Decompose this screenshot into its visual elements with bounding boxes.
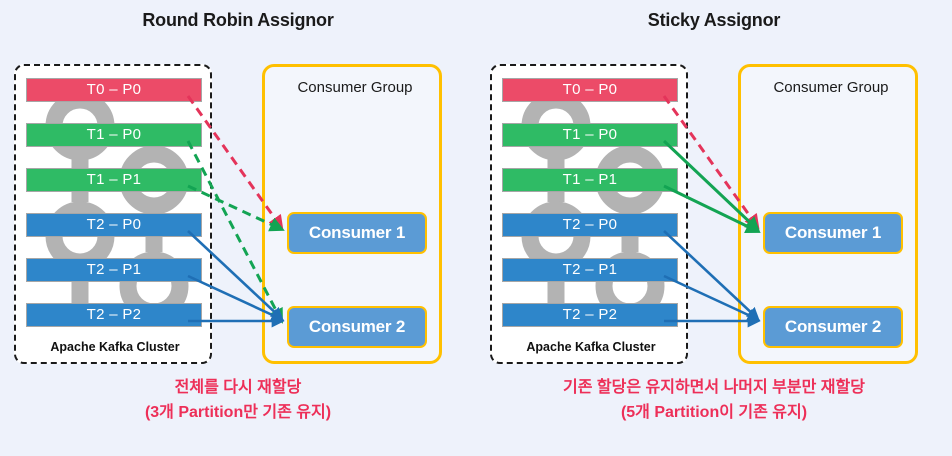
partition-bar: T0 – P0 [502,78,678,102]
partition-bar: T1 – P0 [502,123,678,147]
consumer-group-box-sticky: Consumer Group Consumer 1 Consumer 2 [738,64,918,364]
partition-bar: T2 – P2 [502,303,678,327]
caption-line-1: 전체를 다시 재할당 [174,379,302,396]
consumer-group-title: Consumer Group [297,79,413,96]
partition-bar: T2 – P1 [26,258,202,282]
consumer-box-1[interactable]: Consumer 1 [763,212,903,254]
cluster-label-sticky: Apache Kafka Cluster [526,340,656,354]
caption-sticky: 기존 할당은 유지하면서 나머지 부분만 재할당 (5개 Partition이 … [476,375,952,425]
partition-bar: T2 – P0 [26,213,202,237]
kafka-cluster-box-round-robin: T0 – P0 T1 – P0 T1 – P1 T2 – P0 T2 – P1 … [14,64,212,364]
partition-list-round-robin: T0 – P0 T1 – P0 T1 – P1 T2 – P0 T2 – P1 … [26,78,202,333]
consumer-group-box-round-robin: Consumer Group Consumer 1 Consumer 2 [262,64,442,364]
partition-bar: T2 – P1 [502,258,678,282]
partition-bar: T1 – P1 [502,168,678,192]
partition-bar: T2 – P0 [502,213,678,237]
partition-bar: T0 – P0 [26,78,202,102]
caption-line-2: (5개 Partition이 기존 유지) [620,404,808,421]
consumer-group-title: Consumer Group [773,79,889,96]
cluster-label-round-robin: Apache Kafka Cluster [50,340,180,354]
consumer-box-2[interactable]: Consumer 2 [287,306,427,348]
caption-round-robin: 전체를 다시 재할당 (3개 Partition만 기존 유지) [0,375,476,425]
panel-title-round-robin: Round Robin Assignor [142,10,334,30]
caption-line-2: (3개 Partition만 기존 유지) [144,404,332,421]
partition-bar: T1 – P0 [26,123,202,147]
consumer-box-2[interactable]: Consumer 2 [763,306,903,348]
panel-title-sticky: Sticky Assignor [647,10,781,30]
partition-bar: T1 – P1 [26,168,202,192]
kafka-cluster-box-sticky: T0 – P0 T1 – P0 T1 – P1 T2 – P0 T2 – P1 … [490,64,688,364]
panel-round-robin: Round Robin Assignor T0 – P0 T1 – P0 T1 … [0,10,476,425]
caption-line-1: 기존 할당은 유지하면서 나머지 부분만 재할당 [563,379,865,396]
partition-bar: T2 – P2 [26,303,202,327]
partition-list-sticky: T0 – P0 T1 – P0 T1 – P1 T2 – P0 T2 – P1 … [502,78,678,333]
panel-sticky: Sticky Assignor T0 – P0 T1 – P0 T1 – P1 … [476,0,952,456]
consumer-box-1[interactable]: Consumer 1 [287,212,427,254]
